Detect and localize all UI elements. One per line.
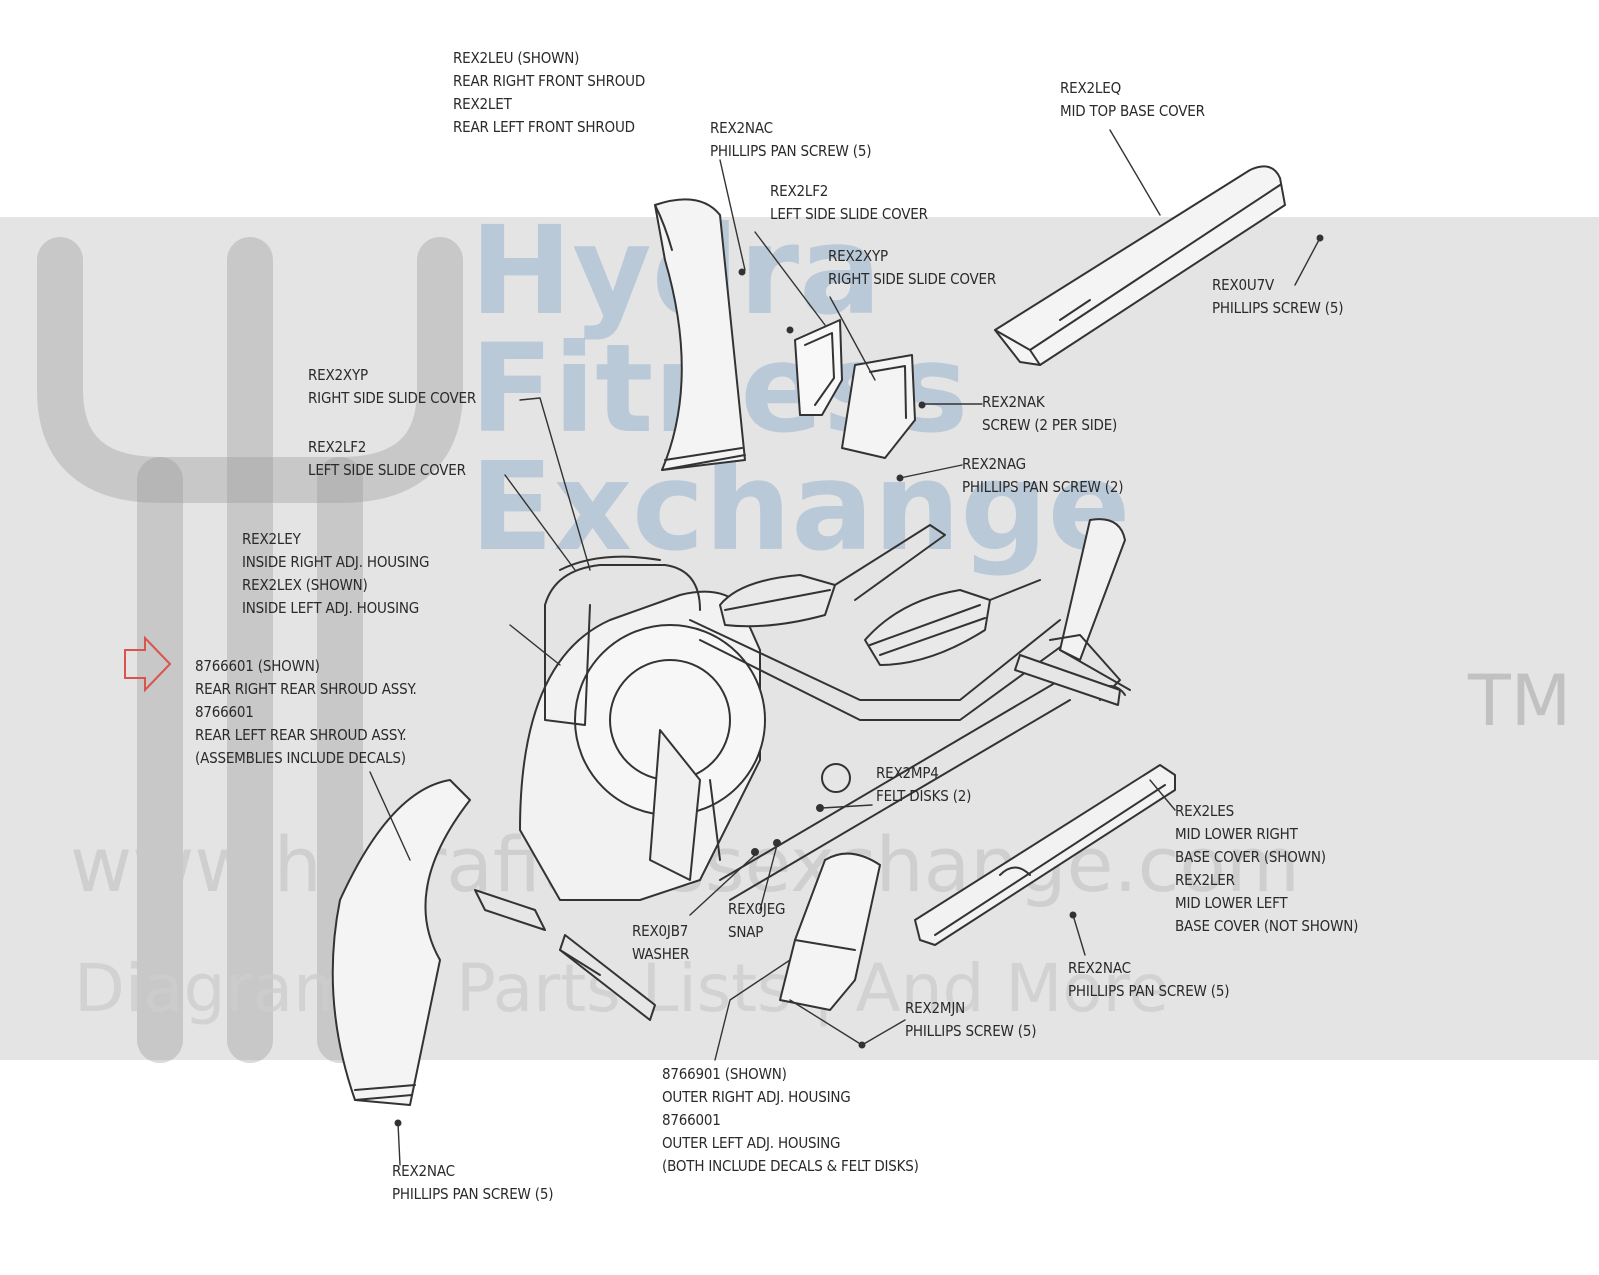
- watermark-tm: TM: [1468, 660, 1572, 742]
- callout-left-slide-cover-top: REX2LF2 LEFT SIDE SLIDE COVER: [770, 180, 928, 226]
- callout-line: PHILLIPS SCREW (5): [905, 1022, 1037, 1040]
- callout-line: REX2MP4: [876, 764, 939, 782]
- callout-line: REX2LF2: [308, 438, 367, 456]
- callout-line: 8766601: [195, 703, 254, 721]
- callout-line: INSIDE LEFT ADJ. HOUSING: [242, 599, 420, 617]
- callout-phillips-screw-lower: REX2MJN PHILLIPS SCREW (5): [905, 997, 1037, 1043]
- callout-line: 8766601 (SHOWN): [195, 657, 320, 675]
- callout-line: SNAP: [728, 923, 764, 941]
- callout-line: REX2NAC: [710, 119, 773, 137]
- callout-line: REX2XYP: [828, 247, 888, 265]
- callout-line: REX2LES: [1175, 802, 1234, 820]
- callout-line: SCREW (2 PER SIDE): [982, 416, 1118, 434]
- callout-line: REX2LET: [453, 95, 512, 113]
- callout-felt-disks: REX2MP4 FELT DISKS (2): [876, 762, 971, 808]
- callout-pan-screw-2: REX2NAG PHILLIPS PAN SCREW (2): [962, 453, 1123, 499]
- callout-line: REX2NAC: [392, 1162, 455, 1180]
- callout-line: RIGHT SIDE SLIDE COVER: [828, 270, 997, 288]
- callout-line: LEFT SIDE SLIDE COVER: [770, 205, 928, 223]
- callout-line: PHILLIPS PAN SCREW (5): [1068, 982, 1230, 1000]
- callout-mid-top-base-cover: REX2LEQ MID TOP BASE COVER: [1060, 77, 1205, 123]
- rear-rear-shroud-part: [331, 779, 471, 1127]
- callout-inside-adj-housing: REX2LEY INSIDE RIGHT ADJ. HOUSING REX2LE…: [242, 528, 429, 620]
- callout-line: PHILLIPS PAN SCREW (2): [962, 478, 1124, 496]
- callout-line: PHILLIPS PAN SCREW (5): [710, 142, 872, 160]
- callout-line: (ASSEMBLIES INCLUDE DECALS): [195, 749, 406, 767]
- callout-line: REAR LEFT FRONT SHROUD: [453, 118, 635, 136]
- pointer-arrow-icon: [124, 635, 172, 693]
- callout-line: REAR LEFT REAR SHROUD ASSY.: [195, 726, 407, 744]
- callout-left-slide-cover-left: REX2LF2 LEFT SIDE SLIDE COVER: [308, 436, 466, 482]
- callout-pan-screw-top: REX2NAC PHILLIPS PAN SCREW (5): [710, 117, 871, 163]
- callout-line: REX2LEU (SHOWN): [453, 49, 580, 67]
- callout-line: FELT DISKS (2): [876, 787, 972, 805]
- elliptical-frame-part: [474, 518, 1131, 1021]
- callout-line: BASE COVER (NOT SHOWN): [1175, 917, 1359, 935]
- callout-snap: REX0JEG SNAP: [728, 898, 785, 944]
- callout-line: 8766901 (SHOWN): [662, 1065, 787, 1083]
- callout-line: REX2LF2: [770, 182, 829, 200]
- callout-pan-screw-bottom: REX2NAC PHILLIPS PAN SCREW (5): [392, 1160, 553, 1206]
- callout-line: REX0U7V: [1212, 276, 1275, 294]
- leader-lines: [369, 129, 1321, 1166]
- mid-lower-base-cover-part: [914, 764, 1176, 946]
- callout-rear-rear-shroud: 8766601 (SHOWN) REAR RIGHT REAR SHROUD A…: [195, 655, 417, 770]
- rear-front-shroud-part: [654, 198, 746, 471]
- callout-line: OUTER RIGHT ADJ. HOUSING: [662, 1088, 851, 1106]
- callout-line: PHILLIPS SCREW (5): [1212, 299, 1344, 317]
- callout-mid-lower-base-cover: REX2LES MID LOWER RIGHT BASE COVER (SHOW…: [1175, 800, 1358, 938]
- callout-line: REX2LEY: [242, 530, 301, 548]
- callout-line: PHILLIPS PAN SCREW (5): [392, 1185, 554, 1203]
- callout-line: REX2LEX (SHOWN): [242, 576, 368, 594]
- mid-top-base-cover-part: [994, 165, 1324, 366]
- callout-line: REX2LER: [1175, 871, 1235, 889]
- callout-pan-screw-lower-right: REX2NAC PHILLIPS PAN SCREW (5): [1068, 957, 1229, 1003]
- callout-right-slide-cover-top: REX2XYP RIGHT SIDE SLIDE COVER: [828, 245, 996, 291]
- callout-line: REAR RIGHT FRONT SHROUD: [453, 72, 646, 90]
- callout-right-slide-cover-left: REX2XYP RIGHT SIDE SLIDE COVER: [308, 364, 476, 410]
- callout-line: INSIDE RIGHT ADJ. HOUSING: [242, 553, 430, 571]
- callout-screw-2-per-side: REX2NAK SCREW (2 PER SIDE): [982, 391, 1117, 437]
- right-side-slide-cover-part: [841, 354, 926, 482]
- callout-line: REX2NAG: [962, 455, 1026, 473]
- callout-line: REAR RIGHT REAR SHROUD ASSY.: [195, 680, 417, 698]
- callout-rear-front-shroud: REX2LEU (SHOWN) REAR RIGHT FRONT SHROUD …: [453, 47, 645, 139]
- callout-line: REX0JB7: [632, 922, 689, 940]
- callout-line: LEFT SIDE SLIDE COVER: [308, 461, 466, 479]
- callout-line: MID LOWER LEFT: [1175, 894, 1288, 912]
- left-slide-cover-part: [786, 319, 843, 416]
- callout-outer-adj-housing: 8766901 (SHOWN) OUTER RIGHT ADJ. HOUSING…: [662, 1063, 919, 1178]
- callout-line: WASHER: [632, 945, 690, 963]
- callout-line: REX2NAK: [982, 393, 1045, 411]
- callout-line: REX2MJN: [905, 999, 966, 1017]
- callout-line: OUTER LEFT ADJ. HOUSING: [662, 1134, 841, 1152]
- callout-line: REX0JEG: [728, 900, 786, 918]
- callout-line: RIGHT SIDE SLIDE COVER: [308, 389, 477, 407]
- outer-adj-housing-part: [779, 852, 881, 1049]
- callout-line: BASE COVER (SHOWN): [1175, 848, 1326, 866]
- callout-line: (BOTH INCLUDE DECALS & FELT DISKS): [662, 1157, 919, 1175]
- callout-line: REX2XYP: [308, 366, 368, 384]
- callout-washer: REX0JB7 WASHER: [632, 920, 689, 966]
- callout-line: MID TOP BASE COVER: [1060, 102, 1205, 120]
- callout-line: 8766001: [662, 1111, 721, 1129]
- callout-line: MID LOWER RIGHT: [1175, 825, 1298, 843]
- watermark-brand-line: Exchange: [470, 436, 1131, 578]
- callout-phillips-screw-top: REX0U7V PHILLIPS SCREW (5): [1212, 274, 1344, 320]
- callout-line: REX2NAC: [1068, 959, 1131, 977]
- callout-line: REX2LEQ: [1060, 79, 1121, 97]
